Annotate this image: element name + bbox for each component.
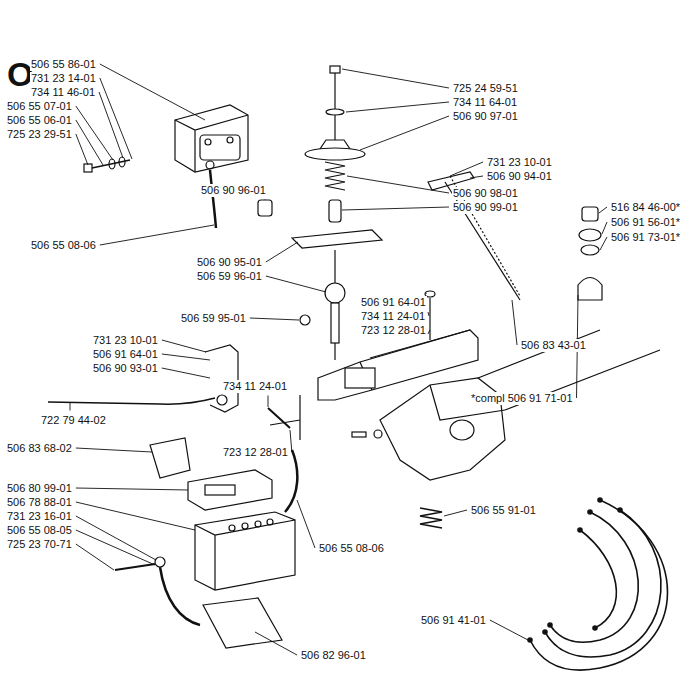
part-number: 725 23 29-51 <box>6 128 73 141</box>
leader-line <box>162 368 210 378</box>
leader-line <box>250 318 299 320</box>
part-number: 506 90 94-01 <box>486 170 553 183</box>
leader-line <box>76 120 103 165</box>
part-number: 506 55 86-01 <box>30 58 97 71</box>
leader-line <box>76 530 155 565</box>
part-number: 731 23 14-01 <box>30 72 97 85</box>
part-number: 506 90 96-01 <box>200 184 267 197</box>
leader-line <box>76 516 156 560</box>
leader-line <box>428 312 429 316</box>
leader-line <box>490 620 528 640</box>
leader-line <box>360 116 449 150</box>
leader-line <box>428 330 430 334</box>
leader-line <box>162 340 206 352</box>
part-number: 731 23 10-01 <box>486 156 553 169</box>
lever <box>425 172 520 340</box>
part-number: 506 91 41-01 <box>420 614 487 627</box>
leader-line <box>255 632 297 655</box>
leader-line <box>470 176 483 178</box>
part-number: 723 12 28-01 <box>360 324 427 337</box>
part-number: 506 78 88-01 <box>6 496 73 509</box>
part-number: 734 11 24-01 <box>360 310 426 323</box>
solenoid <box>84 105 248 228</box>
leader-line <box>266 242 298 262</box>
part-number: 506 55 06-01 <box>6 114 73 127</box>
part-number: 506 90 97-01 <box>452 110 519 123</box>
ignition-switch <box>578 207 602 300</box>
part-number: 506 80 99-01 <box>6 482 73 495</box>
leader-line <box>347 176 449 193</box>
battery <box>115 438 297 648</box>
control-console <box>270 330 660 480</box>
part-number: 506 83 68-02 <box>6 442 73 455</box>
leader-line <box>600 237 607 250</box>
part-number: 506 83 43-01 <box>520 339 587 352</box>
leader-line <box>426 293 427 295</box>
part-number: 516 84 46-00* <box>610 201 681 214</box>
leader-line <box>602 222 607 234</box>
leader-line <box>342 207 449 210</box>
part-number: 506 91 73-01* <box>610 231 681 244</box>
leader-line <box>100 225 214 245</box>
leader-line <box>290 430 292 452</box>
part-number: 506 90 93-01 <box>92 362 159 375</box>
leader-line <box>266 276 326 292</box>
part-number: 506 90 98-01 <box>452 187 519 200</box>
part-number: 506 59 96-01 <box>196 270 263 283</box>
part-number: 725 24 59-51 <box>452 82 519 95</box>
leader-line <box>162 354 210 360</box>
leader-line <box>599 207 607 213</box>
part-number: 722 79 44-02 <box>40 414 107 427</box>
leader-line <box>100 78 132 159</box>
part-number: 725 23 70-71 <box>6 538 73 551</box>
leader-line <box>512 300 517 345</box>
part-number: 506 90 95-01 <box>196 256 263 269</box>
leader-line <box>76 106 113 160</box>
part-number: 506 90 99-01 <box>452 201 519 214</box>
part-number: 731 23 10-01 <box>92 334 159 347</box>
part-number: 506 91 64-01 <box>92 348 159 361</box>
leader-line <box>100 64 205 120</box>
part-number: 506 55 91-01 <box>470 504 537 517</box>
part-number: 506 55 08-05 <box>6 524 73 537</box>
leader-line <box>450 162 483 176</box>
part-number: 734 11 24-01 <box>222 380 288 393</box>
part-number: 506 59 95-01 <box>180 312 247 325</box>
leader-line <box>99 92 123 158</box>
part-number: 734 11 46-01 <box>30 86 96 99</box>
leader-line <box>265 199 266 201</box>
leader-line <box>297 500 315 548</box>
leader-line <box>76 448 152 452</box>
part-number: *compl 506 91 71-01 <box>470 392 574 405</box>
leader-line <box>268 396 269 408</box>
leader-line <box>70 403 71 411</box>
part-number: 506 55 07-01 <box>6 100 73 113</box>
wiring-harness <box>528 498 668 670</box>
leader-line <box>76 488 188 490</box>
part-number: 734 11 64-01 <box>452 96 518 109</box>
leader-line <box>76 544 114 570</box>
coil-spring <box>420 508 442 528</box>
leader-line <box>444 510 467 516</box>
part-number: 506 55 08-06 <box>30 239 97 252</box>
part-number: 723 12 28-01 <box>222 446 289 459</box>
part-number: 506 55 08-06 <box>318 542 385 555</box>
part-number: 731 23 16-01 <box>6 510 73 523</box>
leader-line <box>346 102 449 112</box>
part-number: 506 91 64-01 <box>360 296 427 309</box>
part-number: 506 82 96-01 <box>300 649 367 662</box>
part-number: 506 91 56-01* <box>610 216 681 229</box>
leader-line <box>76 134 88 165</box>
leader-line <box>342 69 449 88</box>
